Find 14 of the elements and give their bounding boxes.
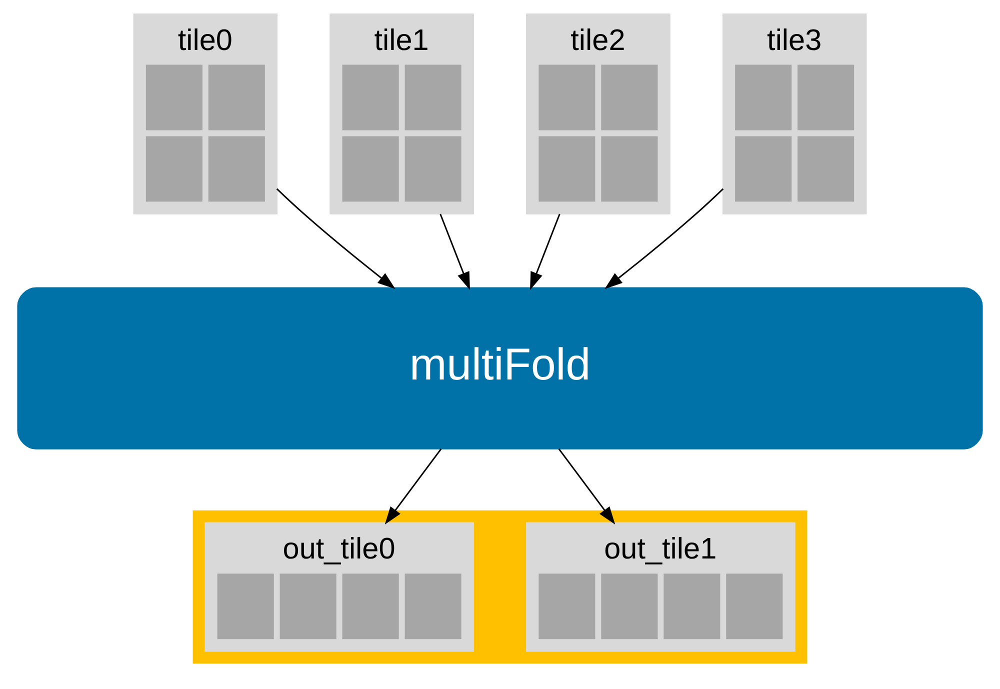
arrow xyxy=(604,188,724,290)
node-box: tile2 xyxy=(526,13,670,214)
node-box: tile1 xyxy=(330,13,474,214)
arrow xyxy=(276,188,396,290)
arrow xyxy=(558,448,616,524)
node-box: tile0 xyxy=(133,13,278,214)
arrow xyxy=(440,214,470,290)
node-box: out_tile1 xyxy=(526,522,796,652)
node-box: tile3 xyxy=(722,13,867,214)
node-box: multiFold xyxy=(17,287,983,450)
arrow xyxy=(384,448,442,524)
node-box: out_tile0 xyxy=(204,522,474,652)
cluster xyxy=(192,510,808,664)
arrow xyxy=(530,214,560,290)
